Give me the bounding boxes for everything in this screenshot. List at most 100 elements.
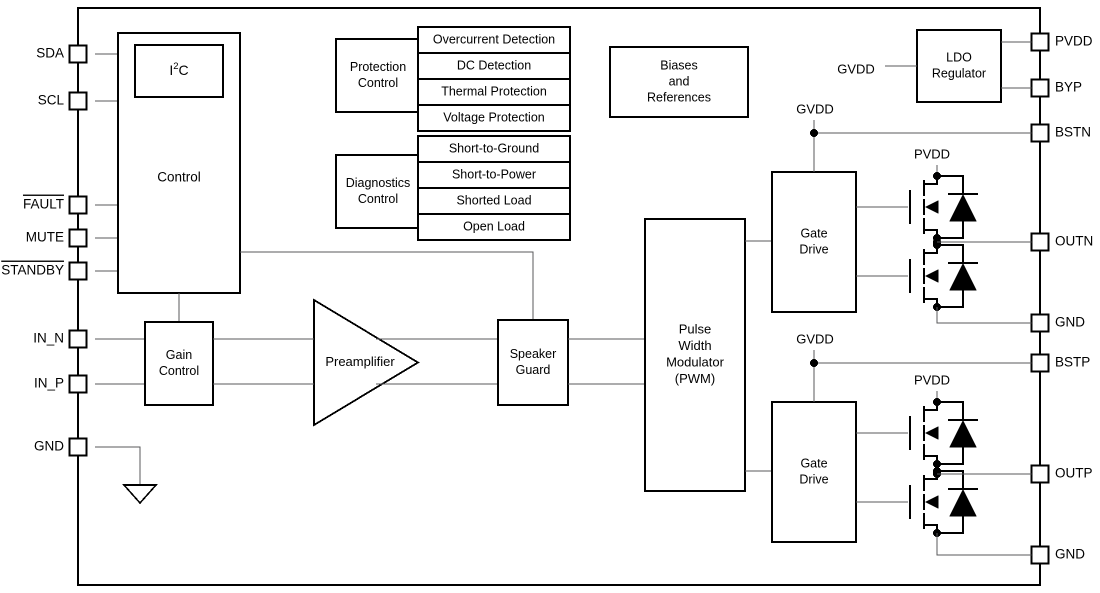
pin-left-in-n-5[interactable]: IN_N [33, 329, 88, 349]
pin-label: OUTP [1055, 466, 1093, 481]
protection-item-1 [417, 52, 571, 80]
ground-symbol [122, 484, 158, 505]
net-label-gvdd-ldo: GVDD [837, 61, 875, 76]
protection-item-2 [417, 78, 571, 106]
pin-pad[interactable] [68, 374, 88, 394]
pin-left-fault-2[interactable]: FAULT [23, 195, 88, 215]
block-gate-drive-p [771, 401, 857, 543]
pin-label: GND [34, 439, 64, 454]
diagnostics-item-label-3: Open Load [463, 219, 525, 233]
block-gate-drive-p-label-line: Gate [800, 456, 827, 470]
pin-right-gnd-7[interactable]: GND [1030, 545, 1086, 565]
block-preamplifier-label: Preamplifier [325, 354, 395, 369]
pin-left-scl-1[interactable]: SCL [38, 91, 88, 111]
pin-left-sda-0[interactable]: SDA [36, 44, 88, 64]
diagnostics-item-0 [417, 135, 571, 163]
pin-pad[interactable] [68, 329, 88, 349]
junction-gvdd-bstn [810, 129, 818, 137]
pin-right-bstn-2[interactable]: BSTN [1030, 123, 1092, 143]
diagnostics-item-label-0: Short-to-Ground [449, 141, 539, 155]
wire-gnd-left [95, 446, 141, 485]
protection-item-label-1: DC Detection [457, 58, 531, 72]
pin-label: GND [1055, 547, 1085, 562]
pin-pad[interactable] [1030, 545, 1050, 565]
pin-right-outn-3[interactable]: OUTN [1030, 232, 1094, 252]
pin-pad[interactable] [1030, 464, 1050, 484]
junction-drain-n-hs [933, 172, 941, 180]
diagnostics-item-3 [417, 213, 571, 241]
net-label-gvdd-bstp: GVDD [796, 331, 834, 346]
block-protection-control-label-line: Protection [350, 60, 406, 74]
pin-label: OUTN [1055, 234, 1093, 249]
net-label-pvdd-half-n: PVDD [914, 146, 950, 161]
pin-pad[interactable] [68, 195, 88, 215]
pin-right-byp-1[interactable]: BYP [1030, 78, 1083, 98]
pin-pad[interactable] [1030, 32, 1050, 52]
diode-top-p-ls [937, 470, 964, 488]
block-gate-drive-n [771, 171, 857, 313]
block-gate-drive-n-label-line: Drive [799, 242, 828, 256]
protection-item-3 [417, 104, 571, 132]
pin-label: MUTE [26, 230, 64, 245]
block-diagnostics-control [335, 154, 421, 229]
block-ldo-regulator-label-line: LDO [946, 50, 972, 64]
block-biases-references [609, 46, 749, 118]
protection-item-0 [417, 26, 571, 54]
pin-pad[interactable] [68, 261, 88, 281]
block-pwm [644, 218, 746, 492]
pin-left-mute-3[interactable]: MUTE [26, 228, 88, 248]
pin-pad[interactable] [1030, 313, 1050, 333]
junction-gvdd-bstp [810, 359, 818, 367]
pin-right-gnd-4[interactable]: GND [1030, 313, 1086, 333]
block-speaker-guard-label-line: Speaker [510, 347, 557, 361]
pin-label: PVDD [1055, 34, 1093, 49]
net-label-pvdd-half-p: PVDD [914, 372, 950, 387]
diode-bot-n-hs [937, 221, 964, 239]
pin-pad[interactable] [68, 91, 88, 111]
block-gain-control [144, 321, 214, 406]
pin-left-standby-4[interactable]: STANDBY [1, 261, 88, 281]
block-protection-control-label-line: Control [358, 76, 398, 90]
block-gate-drive-n-label-line: Gate [800, 226, 827, 240]
pin-left-gnd-7[interactable]: GND [34, 437, 88, 457]
pin-pad[interactable] [68, 437, 88, 457]
junction-drain-p-hs [933, 398, 941, 406]
diagnostics-item-label-2: Shorted Load [456, 193, 531, 207]
diagnostics-item-1 [417, 161, 571, 189]
protection-item-label-0: Overcurrent Detection [433, 32, 555, 46]
net-label-gvdd-bstn: GVDD [796, 101, 834, 116]
pin-label: BSTP [1055, 355, 1090, 370]
diode-triangle-n-ls [949, 262, 977, 291]
block-pwm-label-line: Modulator [666, 355, 724, 370]
pin-pad[interactable] [1030, 78, 1050, 98]
block-speaker-guard-label-line: Guard [516, 363, 551, 377]
pin-label: IN_P [34, 376, 64, 391]
pin-left-in-p-6[interactable]: IN_P [34, 374, 88, 394]
pin-right-outp-6[interactable]: OUTP [1030, 464, 1093, 484]
block-pwm-label-line: (PWM) [675, 371, 715, 386]
pin-label: BSTN [1055, 125, 1091, 140]
pin-pad[interactable] [68, 228, 88, 248]
pin-pad[interactable] [1030, 353, 1050, 373]
pin-pad[interactable] [1030, 232, 1050, 252]
block-biases-references-label-line: and [669, 74, 690, 88]
pin-pad[interactable] [1030, 123, 1050, 143]
diagnostics-item-label-1: Short-to-Power [452, 167, 536, 181]
diode-bot-p-hs [937, 447, 964, 465]
pin-label: GND [1055, 315, 1085, 330]
pin-right-pvdd-0[interactable]: PVDD [1030, 32, 1093, 52]
pin-right-bstp-5[interactable]: BSTP [1030, 353, 1091, 373]
diode-top-n-hs [937, 175, 964, 193]
pin-label: BYP [1055, 80, 1082, 95]
wire-gnd-n [936, 307, 1032, 324]
pin-pad[interactable] [68, 44, 88, 64]
block-biases-references-label-line: References [647, 90, 711, 104]
